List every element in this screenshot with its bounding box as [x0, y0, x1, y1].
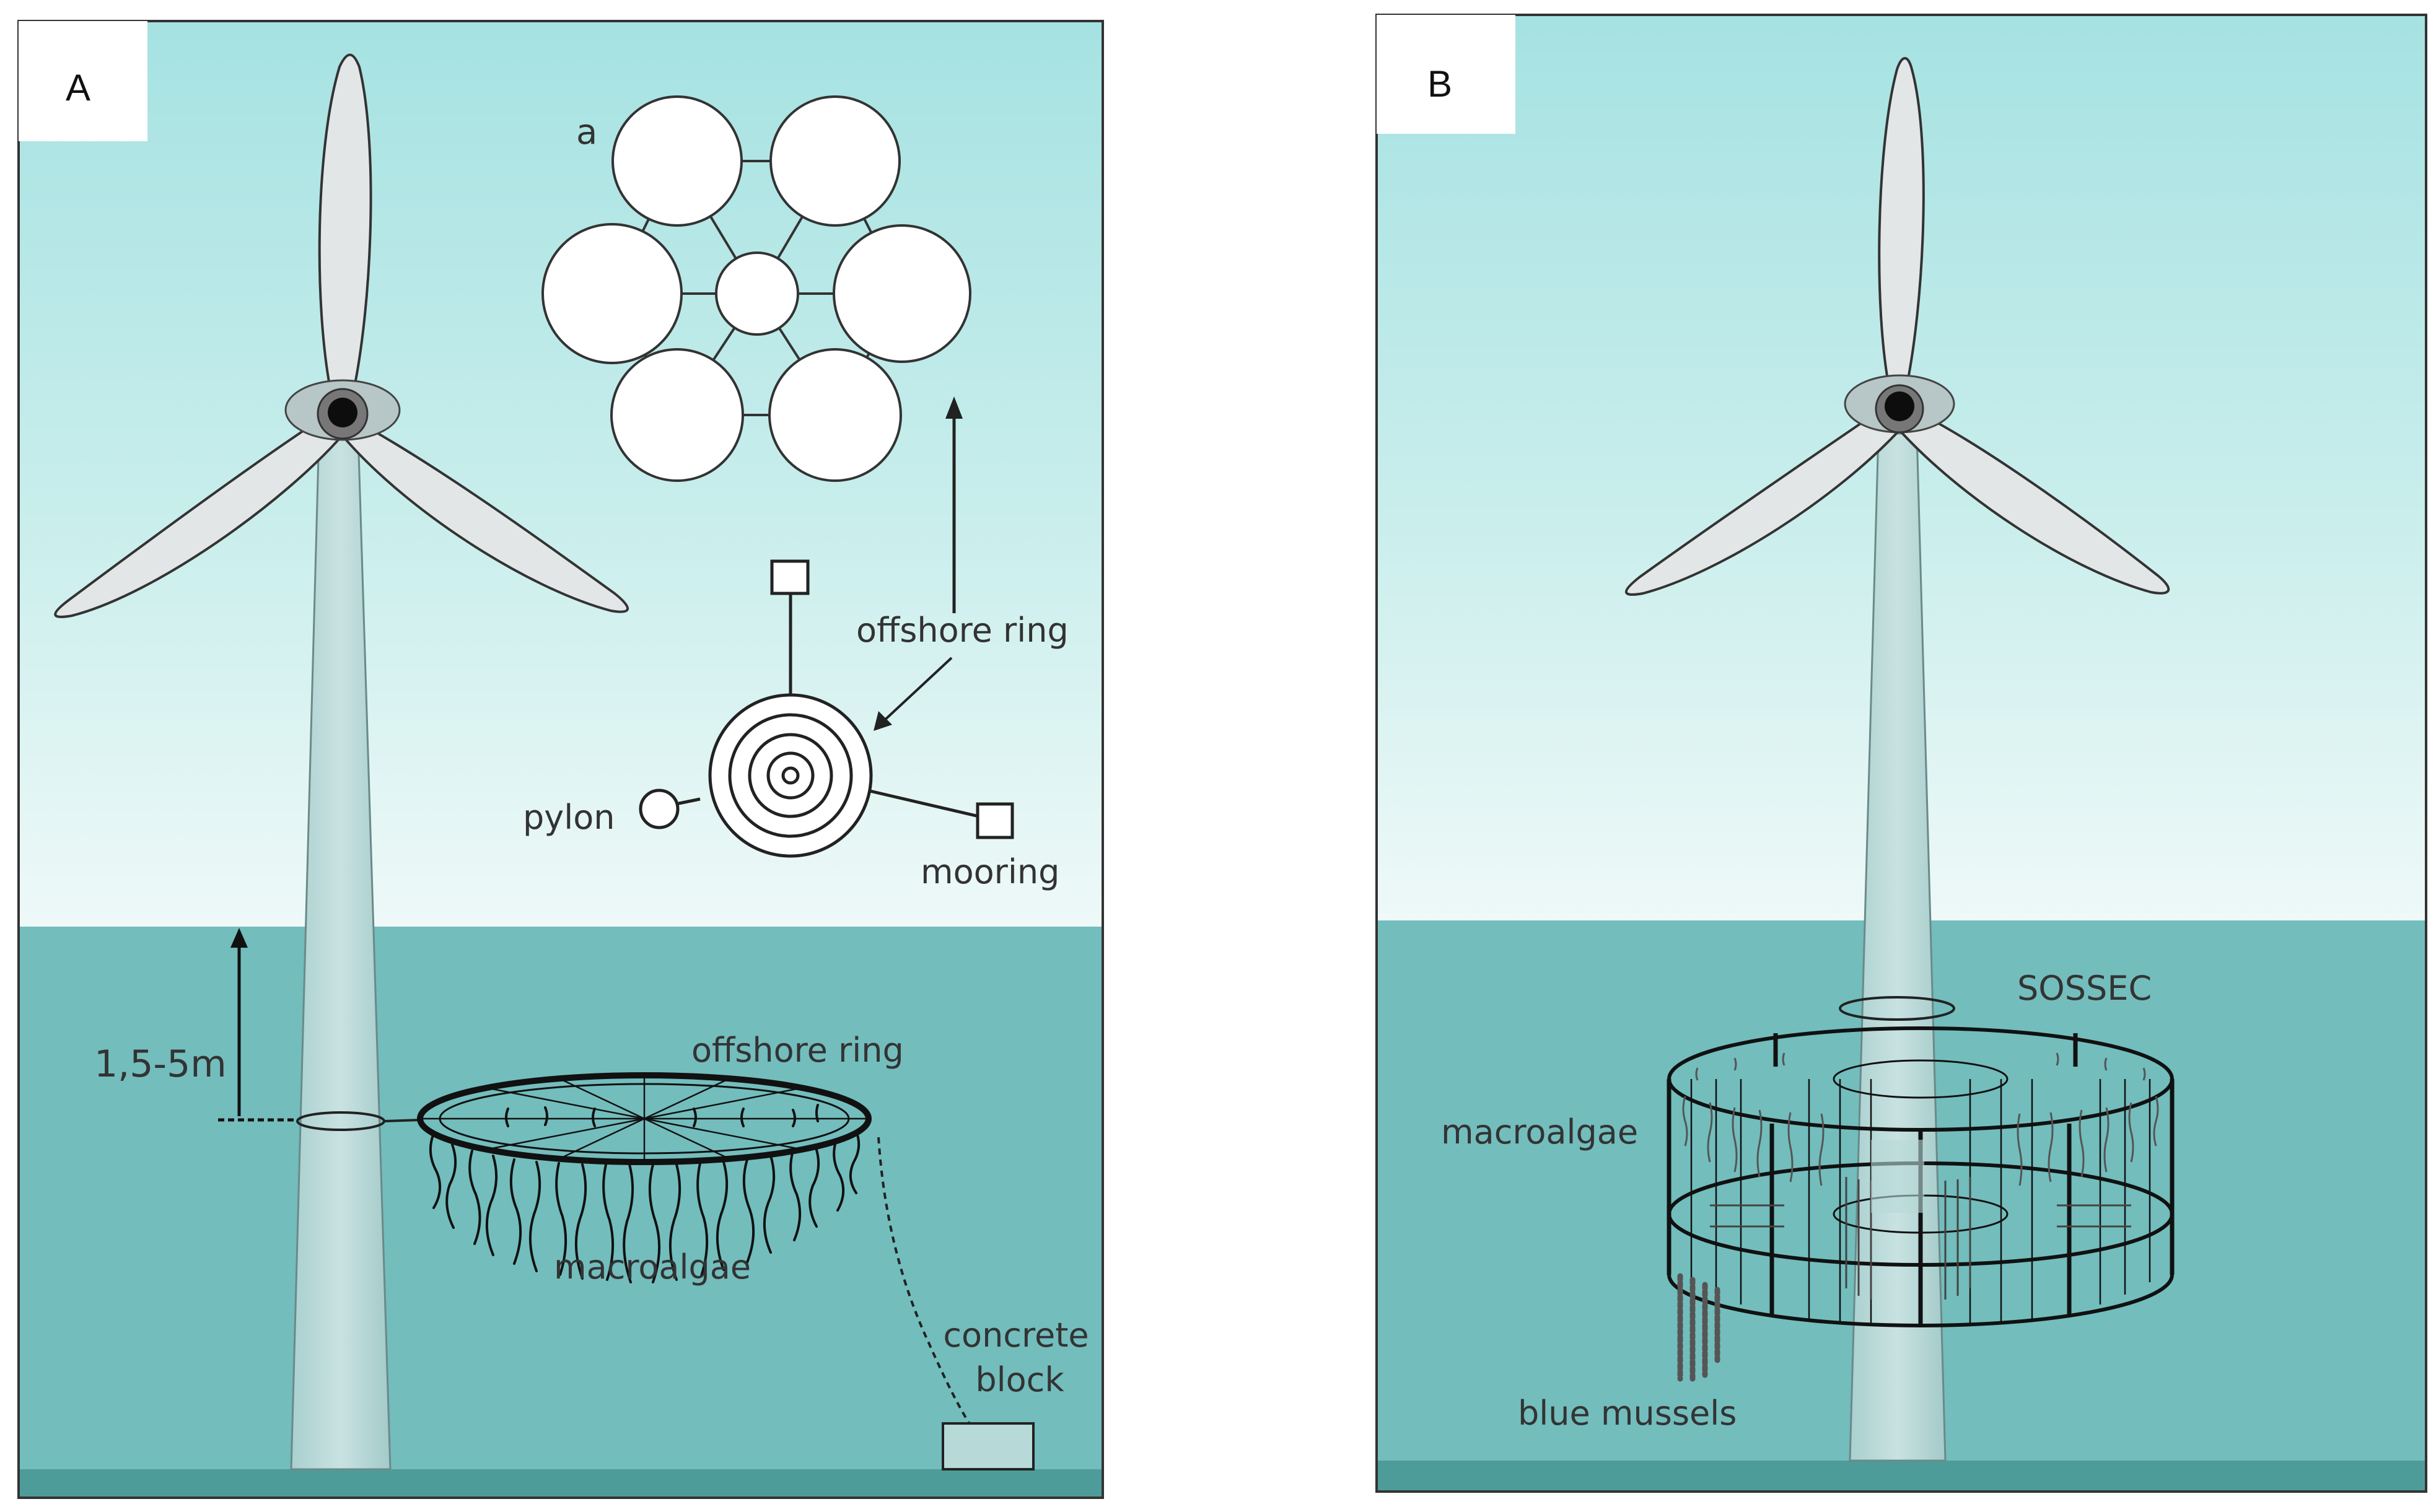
panel-b-blade-right — [1895, 406, 2170, 595]
inset-a-label: a — [576, 112, 597, 152]
sossec-collar — [1839, 996, 1955, 1021]
label-block: block — [975, 1360, 1064, 1399]
ring-4 — [766, 751, 815, 800]
panel-b-label-box — [1377, 15, 1515, 134]
macroalgae-strands — [429, 1104, 861, 1283]
panel-a: A a — [17, 20, 1104, 1499]
sossec-macroalgae-texture — [1682, 1052, 2159, 1186]
panel-b-seabed — [1377, 1461, 2426, 1492]
label-sossec: SOSSEC — [2017, 969, 2152, 1008]
ring-3 — [748, 733, 833, 818]
cluster-ring — [611, 95, 743, 227]
panel-a-label-box — [19, 21, 147, 141]
mooring-line — [877, 1137, 971, 1426]
label-offshore-ring-top: offshore ring — [856, 611, 1069, 650]
blue-mussel-ropes — [1677, 1273, 1720, 1382]
panel-a-blade-up — [318, 53, 372, 410]
ring-tether-mooring — [867, 789, 979, 818]
label-offshore-ring-water: offshore ring — [691, 1031, 904, 1070]
panel-a-seabed — [19, 1469, 1103, 1498]
panel-b-blade-up — [1878, 57, 1925, 398]
label-depth: 1,5-5m — [94, 1042, 227, 1086]
cluster-ring — [715, 251, 799, 336]
arrow-to-ring-head — [874, 711, 892, 731]
sossec-top-inner — [1833, 1059, 2009, 1099]
panel-a-sky — [19, 21, 1103, 927]
ring-cluster — [541, 95, 971, 482]
sossec-core — [1871, 1140, 1924, 1213]
panel-b-label: B — [1427, 63, 1452, 105]
panel-b-blade-left — [1625, 404, 1904, 596]
offshore-ring-3d — [417, 1072, 872, 1283]
label-blue-mussels: blue mussels — [1518, 1394, 1737, 1433]
cluster-ring — [610, 348, 744, 482]
mooring-box — [976, 802, 1014, 839]
sossec-structure — [1667, 1026, 2175, 1382]
panel-b: B SOSSEC — [1375, 14, 2427, 1493]
collar-to-ring — [383, 1119, 422, 1122]
cluster-ring — [833, 224, 971, 363]
label-concrete: concrete — [943, 1316, 1089, 1355]
pylon-marker — [639, 789, 680, 829]
ring-spokes — [420, 1075, 869, 1162]
ring-plan-view — [639, 559, 1014, 858]
arrow-to-cluster-head — [945, 396, 963, 419]
label-pylon: pylon — [523, 798, 615, 837]
mooring-box-top — [770, 559, 810, 595]
label-macroalgae-b: macroalgae — [1441, 1112, 1638, 1151]
panel-a-hub — [328, 398, 357, 427]
depth-arrow-head — [230, 928, 248, 948]
cluster-ring — [541, 223, 683, 364]
label-macroalgae-a: macroalgae — [554, 1248, 751, 1287]
panel-b-hub — [1885, 391, 1914, 421]
ring-center — [781, 766, 800, 785]
label-mooring: mooring — [921, 852, 1059, 891]
arrow-to-ring — [880, 657, 953, 725]
panel-a-water — [19, 927, 1103, 1469]
panel-a-frame — [17, 20, 1104, 1499]
ring-outer — [708, 693, 873, 858]
panel-a-blade-right — [339, 414, 629, 613]
ring-2 — [728, 713, 853, 838]
cluster-ring — [769, 95, 901, 227]
sossec-grid-lines — [1690, 1079, 2151, 1326]
panel-a-blade-left — [54, 414, 346, 618]
cluster-ring — [768, 348, 902, 482]
concrete-block — [942, 1422, 1035, 1470]
panel-b-frame — [1375, 14, 2427, 1493]
panel-a-label: A — [66, 67, 90, 108]
